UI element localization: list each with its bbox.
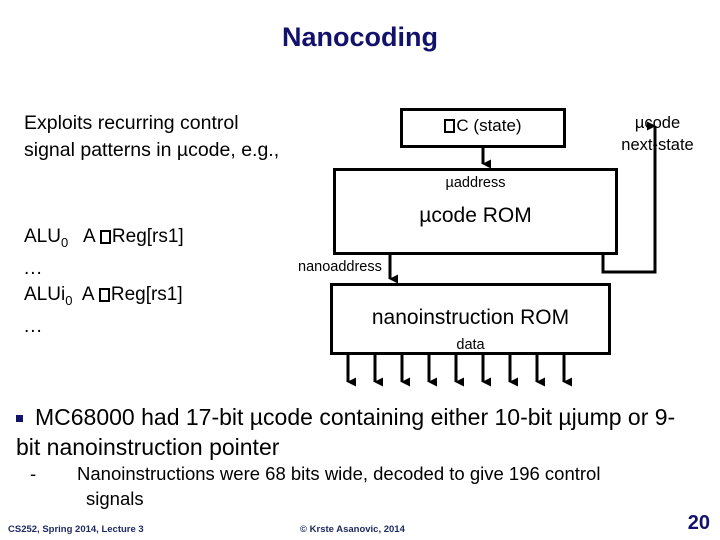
bullet-level2-text: Nanoinstructions were 68 bits wide, deco… bbox=[77, 463, 601, 509]
square-bullet-icon bbox=[16, 415, 23, 422]
subscript-zero: 0 bbox=[65, 292, 73, 308]
nanocoding-block-diagram: C (state) µaddress µcode ROM nanoaddress… bbox=[298, 108, 715, 387]
nanoaddress-label: nanoaddress bbox=[298, 259, 382, 275]
bullet-level2-wrap: - Nanoinstructions were 68 bits wide, dec… bbox=[30, 461, 658, 511]
dash-bullet-icon: - bbox=[30, 463, 37, 484]
code-line-alui0: ALUi0 A Reg[rs1] bbox=[24, 283, 183, 308]
feedback-path-next-state bbox=[601, 128, 657, 274]
ucode-rom-label: µcode ROM bbox=[419, 204, 532, 227]
missing-glyph-box-icon bbox=[99, 230, 111, 244]
control-signal-output-arrows bbox=[346, 355, 572, 387]
missing-glyph-box-icon bbox=[98, 287, 110, 302]
upc-box-label: C (state) bbox=[400, 116, 566, 136]
left-paragraph: Exploits recurring control signal patter… bbox=[24, 112, 280, 161]
nanoinstruction-rom-label: nanoinstruction ROM bbox=[371, 306, 570, 329]
upc-box-label-text: C (state) bbox=[456, 116, 522, 135]
page-number: 20 bbox=[687, 512, 710, 534]
subscript-zero: 0 bbox=[60, 234, 69, 250]
footer-divider bbox=[0, 512, 720, 513]
microcode-example-block: ALU0 A Reg[rs1] ... ALUi0 A Reg[rs1] ... bbox=[24, 224, 304, 340]
data-label: data bbox=[456, 337, 485, 353]
upc-state-register-box[interactable] bbox=[400, 108, 566, 148]
footer-copyright: © Krste Asanovic, 2014 bbox=[300, 524, 405, 535]
ucode-rom-box[interactable] bbox=[333, 168, 618, 255]
code-line-ellipsis-2: ... bbox=[24, 315, 43, 337]
code-line-ellipsis-1: ... bbox=[24, 257, 43, 279]
footer-course-info: CS252, Spring 2014, Lecture 3 bbox=[8, 524, 144, 535]
page-title: Nanocoding bbox=[282, 22, 438, 52]
bullet-level2: - Nanoinstructions were 68 bits wide, dec… bbox=[30, 461, 658, 511]
bullet-level1: MC68000 had 17-bit µcode containing eith… bbox=[16, 402, 676, 462]
next-state-line-2: next-state bbox=[621, 136, 694, 154]
ucode-next-state-label: µcode next-state bbox=[600, 112, 715, 156]
next-state-line-1: µcode bbox=[634, 114, 681, 132]
missing-glyph-box-icon bbox=[444, 119, 456, 133]
uaddress-label: µaddress bbox=[445, 175, 506, 191]
diagram-connector-lines bbox=[346, 121, 657, 387]
bullet-level1-text: MC68000 had 17-bit µcode containing eith… bbox=[16, 404, 676, 460]
code-line-alu0: ALU0 A Reg[rs1] bbox=[24, 226, 184, 250]
nanoinstruction-rom-box[interactable] bbox=[330, 283, 611, 355]
